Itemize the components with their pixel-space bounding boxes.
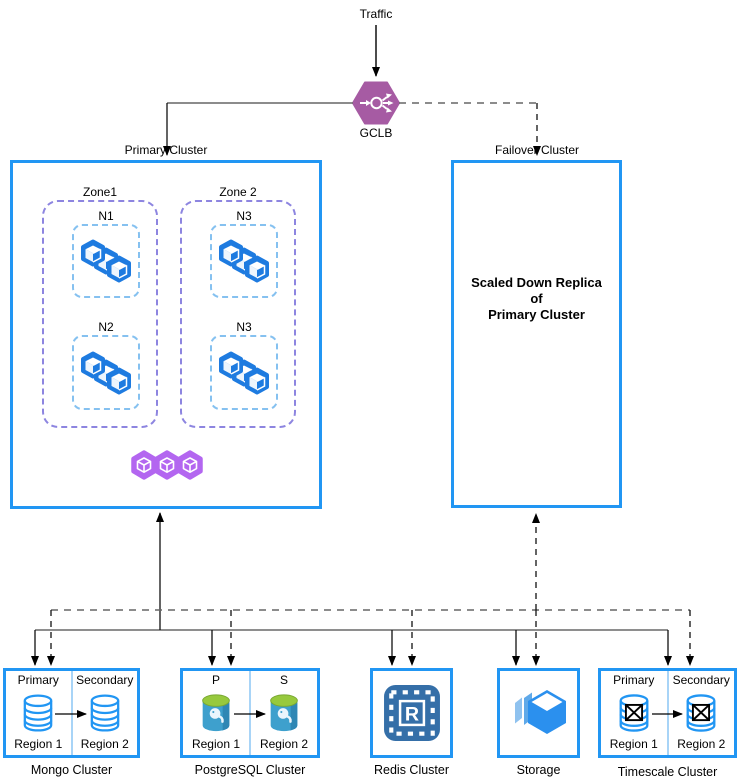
traffic-label: Traffic <box>359 7 393 21</box>
pods-icon <box>131 450 203 480</box>
gke-cubes-icon <box>81 239 131 283</box>
zone2-box <box>180 200 296 428</box>
load-balancer-glyph <box>360 93 394 113</box>
timescale-region2-label: Region 2 <box>677 737 726 751</box>
timescale-region1-label: Region 1 <box>609 737 658 751</box>
primary-cluster-label: Primary Cluster <box>124 143 208 157</box>
timescale-secondary-label: Secondary <box>672 673 730 687</box>
node-n1-label: N1 <box>98 209 114 223</box>
postgres-secondary-cell: S Region 2 <box>251 671 317 755</box>
timescale-db-icon <box>686 693 716 732</box>
node-n3b-label: N3 <box>236 320 252 334</box>
mongo-primary-label: Primary <box>17 673 59 687</box>
gclb-icon <box>352 81 400 125</box>
timescale-divider <box>666 671 669 755</box>
zone1-label: Zone1 <box>82 185 118 199</box>
redis-chip-icon: R <box>383 684 440 741</box>
redis-cluster-title: Redis Cluster <box>373 763 450 777</box>
postgres-region2-label: Region 2 <box>259 737 309 751</box>
node-n3b-box <box>210 335 278 410</box>
postgresql-cluster-box: P Region 1 S Region 2 <box>180 668 320 758</box>
redis-cluster-box: R <box>370 668 453 758</box>
postgres-divider <box>249 671 251 755</box>
node-n2-label: N2 <box>98 320 114 334</box>
zone2-label: Zone 2 <box>219 185 257 199</box>
mongo-cluster-box: Primary Region 1 Secondary Region 2 <box>3 668 140 758</box>
mongo-secondary-label: Secondary <box>76 673 134 687</box>
postgres-icon <box>270 693 298 731</box>
node-n1-box <box>72 224 140 298</box>
postgres-primary-cell: P Region 1 <box>183 671 249 755</box>
postgres-p-label: P <box>211 673 220 687</box>
timescale-primary-label: Primary <box>613 673 655 687</box>
node-n3a-label: N3 <box>236 209 252 223</box>
mongo-region1-label: Region 1 <box>14 737 63 751</box>
failover-db-bus <box>47 513 694 666</box>
primary-db-bus <box>31 512 672 666</box>
node-n2-box <box>72 335 140 410</box>
storage-title: Storage <box>516 763 561 777</box>
storage-box <box>497 668 580 758</box>
redis-letter: R <box>404 703 418 725</box>
mongo-db-icon <box>23 693 53 732</box>
zone1-box <box>42 200 158 428</box>
failover-cluster-box <box>451 160 622 508</box>
storage-icon <box>514 689 566 734</box>
failover-body-text: Scaled Down Replica of Primary Cluster <box>471 275 602 322</box>
timescale-db-icon <box>619 693 649 732</box>
mongo-db-icon <box>90 693 120 732</box>
mongo-cluster-title: Mongo Cluster <box>30 763 113 777</box>
storage-cell <box>500 671 577 755</box>
timescale-secondary-cell: Secondary Region 2 <box>669 671 735 755</box>
postgres-region1-label: Region 1 <box>191 737 241 751</box>
gke-cubes-icon <box>219 351 269 395</box>
gke-cubes-icon <box>81 351 131 395</box>
timescale-cluster-title: Timescale Cluster <box>617 765 718 779</box>
mongo-primary-cell: Primary Region 1 <box>6 671 71 755</box>
failover-cluster-label: Failover Cluster <box>494 143 580 157</box>
postgres-icon <box>202 693 230 731</box>
mongo-region2-label: Region 2 <box>80 737 129 751</box>
timescale-cluster-box: Primary Region 1 Secondary Region 2 <box>598 668 737 758</box>
mongo-divider <box>70 671 73 755</box>
node-n3a-box <box>210 224 278 298</box>
postgres-s-label: S <box>279 673 288 687</box>
redis-cell: R <box>373 671 450 755</box>
postgresql-cluster-title: PostgreSQL Cluster <box>194 763 306 777</box>
mongo-secondary-cell: Secondary Region 2 <box>73 671 138 755</box>
gclb-label: GCLB <box>359 126 393 140</box>
timescale-primary-cell: Primary Region 1 <box>601 671 667 755</box>
gke-cubes-icon <box>219 239 269 283</box>
